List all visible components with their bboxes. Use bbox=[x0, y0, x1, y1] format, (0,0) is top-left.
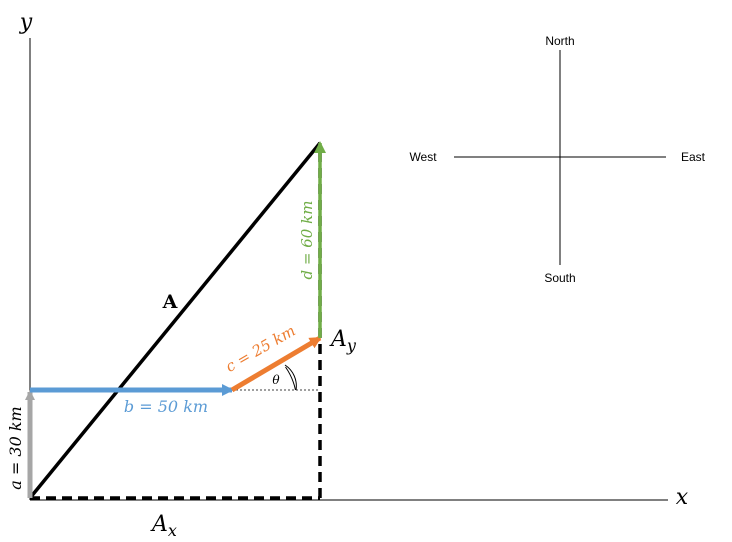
resultant-vector-a bbox=[28, 141, 322, 500]
angle-theta-arc-inner bbox=[284, 364, 297, 391]
compass-south-label: South bbox=[544, 271, 575, 285]
compass-north-label: North bbox=[545, 34, 574, 48]
x-axis-label: x bbox=[676, 485, 689, 510]
y-axis-label: y bbox=[19, 10, 33, 35]
vector-c-arrow bbox=[230, 335, 322, 393]
compass-west-label: West bbox=[409, 150, 437, 164]
vector-a-label: a = 30 km bbox=[6, 406, 25, 489]
compass-rose: North South West East bbox=[409, 34, 705, 285]
resultant-label: A bbox=[162, 291, 178, 313]
angle-theta-arc bbox=[285, 366, 296, 391]
angle-theta-label: θ bbox=[272, 373, 280, 387]
ay-label: Ay bbox=[329, 327, 357, 355]
vector-b-label: b = 50 km bbox=[124, 397, 208, 416]
vector-c-label: c = 25 km bbox=[222, 321, 298, 375]
vector-d-label: d = 60 km bbox=[298, 201, 316, 280]
compass-east-label: East bbox=[681, 150, 706, 164]
ax-label: Ax bbox=[150, 512, 177, 540]
